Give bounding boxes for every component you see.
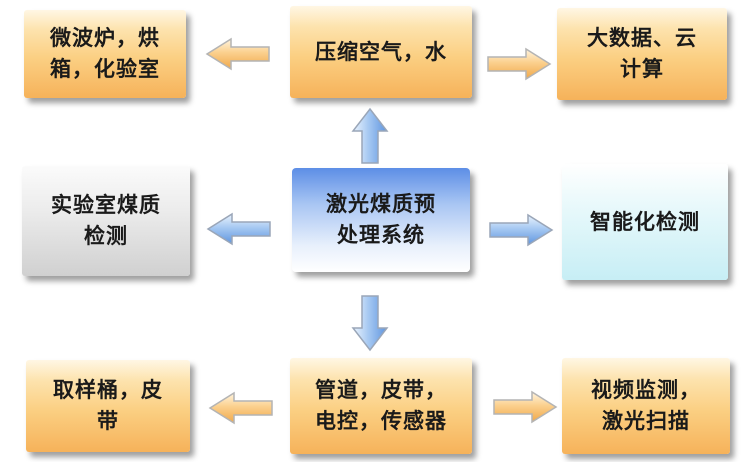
top-left-box: 微波炉，烘 箱，化验室 [24,10,186,98]
bottom-right-box: 视频监测， 激光扫描 [562,358,730,454]
bottom-right-label: 视频监测， 激光扫描 [591,378,701,433]
arrow-left-bottom-icon [208,391,273,425]
top-left-label: 微波炉，烘 箱，化验室 [50,26,160,81]
top-right-box: 大数据、云 计算 [557,8,727,100]
bottom-left-label: 取样桶，皮 带 [53,378,163,433]
arrow-left-middle-icon [206,212,271,246]
arrow-right-bottom-icon [493,390,558,424]
bottom-left-box: 取样桶，皮 带 [26,360,190,452]
top-center-box: 压缩空气，水 [290,6,472,98]
arrow-down-icon [351,295,389,352]
arrow-right-middle-icon [489,213,554,247]
mid-left-label: 实验室煤质 检测 [51,193,161,248]
arrow-up-icon [351,107,389,164]
mid-left-box: 实验室煤质 检测 [22,166,190,276]
mid-right-label: 智能化检测 [590,209,700,234]
top-right-label: 大数据、云 计算 [587,26,697,81]
center-label: 激光煤质预 处理系统 [326,192,436,247]
top-center-label: 压缩空气，水 [315,39,447,64]
arrow-right-top-icon [487,47,552,81]
center-box: 激光煤质预 处理系统 [292,168,470,272]
mid-right-box: 智能化检测 [562,164,728,280]
arrow-left-top-icon [205,37,270,71]
bottom-center-label: 管道，皮带， 电控，传感器 [315,378,447,433]
bottom-center-box: 管道，皮带， 电控，传感器 [290,358,472,454]
